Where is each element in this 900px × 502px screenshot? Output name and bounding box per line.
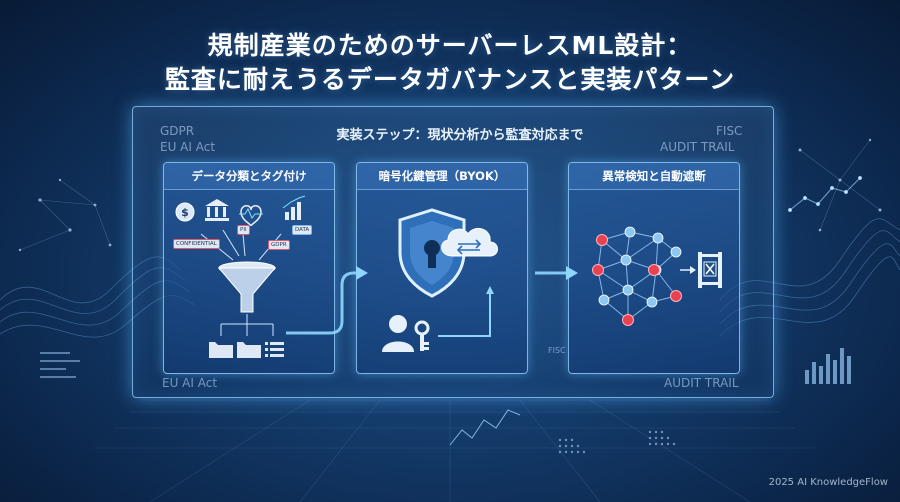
shield-lock-icon (398, 208, 466, 298)
panel-2-illustration (382, 208, 498, 352)
right-wave-lines (719, 218, 900, 337)
tag-confidential: CONFIDENTIAL (173, 239, 220, 249)
corner-label-eu-ai-act: EU AI Act (160, 140, 216, 154)
corner-label-fisc: FISC (716, 124, 743, 138)
page-title-line-2: 監査に耐えうるデータガバナンスと実装パターン (164, 65, 736, 94)
panel-3-illustration (592, 226, 722, 326)
dollar-icon: $ (175, 202, 195, 222)
mini-line-chart-top-right (787, 175, 863, 213)
arrow-head-icon (566, 266, 578, 280)
arrow-head-icon (356, 266, 368, 280)
right-network-dots (798, 138, 882, 232)
corner-label-eu-ai-act-bottom: EU AI Act (162, 376, 218, 390)
tag-gdpr: GDPR (268, 240, 290, 250)
network-icon (592, 226, 682, 326)
tag-data: DATA (292, 225, 313, 235)
flow-arrows (286, 266, 578, 335)
corner-label-gdpr: GDPR (160, 124, 195, 138)
folder-icon (209, 342, 233, 358)
bank-icon (205, 199, 229, 221)
dot-matrix-bottom (558, 430, 676, 454)
panel-1-illustration: $ (175, 195, 306, 358)
corner-label-audit-trail: AUDIT TRAIL (660, 140, 735, 154)
panel-title: 異常検知と自動遮断 (569, 163, 739, 190)
step-title: 実装ステップ：現状分析から監査対応まで (336, 128, 584, 143)
corner-label-fisc-mid: FISC (548, 346, 566, 355)
right-network-lines (799, 139, 881, 231)
corner-label-audit-trail-bottom: AUDIT TRAIL (664, 376, 739, 390)
heart-pulse-icon (239, 205, 263, 227)
mini-line-chart-bottom (449, 409, 521, 446)
funnel-icon (217, 261, 277, 313)
panel-title: データ分類とタグ付け (164, 163, 334, 190)
footer-credit: 2025 AI KnowledgeFlow (768, 477, 888, 488)
left-network-lines (19, 179, 111, 251)
bar-chart-icon (282, 195, 306, 220)
blocked-gate-icon (698, 252, 722, 288)
mini-bar-chart-right (805, 348, 851, 384)
user-key-icon (382, 315, 430, 352)
list-icon (265, 342, 284, 357)
page-title-line-1: 規制産業のためのサーバーレスML設計： (207, 31, 693, 60)
svg-text:$: $ (181, 206, 189, 219)
panel-title: 暗号化鍵管理（BYOK） (357, 163, 527, 190)
floor-grid (95, 399, 815, 502)
mini-list-left (40, 352, 80, 378)
cloud-sync-icon (441, 227, 498, 257)
split-arrows (220, 314, 274, 336)
left-network-dots (18, 178, 112, 252)
tag-pii: PII (237, 225, 250, 235)
folder-icon (237, 342, 261, 358)
